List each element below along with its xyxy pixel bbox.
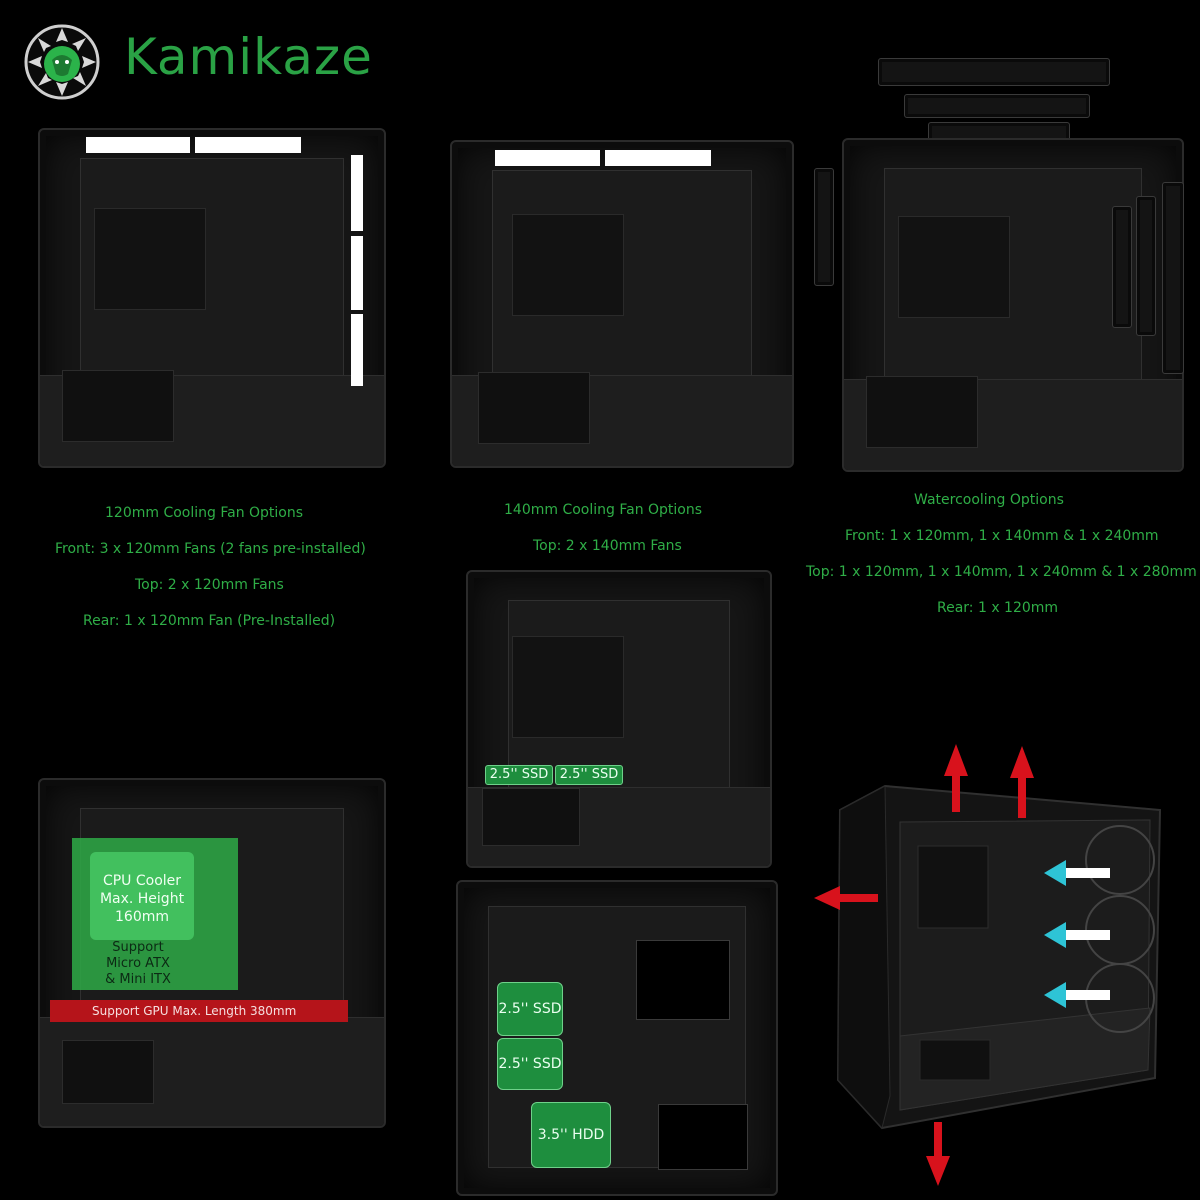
caption-120mm-top: Top: 2 x 120mm Fans <box>135 577 284 593</box>
radiator-front-140mm <box>1162 182 1184 374</box>
radiator-rear-120mm <box>814 168 834 286</box>
psu-bay <box>482 788 580 846</box>
caption-140mm-top: Top: 2 x 140mm Fans <box>533 538 682 554</box>
top-fan-slot-2 <box>605 150 711 166</box>
caption-water-top: Top: 1 x 120mm, 1 x 140mm, 1 x 240mm & 1… <box>806 564 1197 580</box>
back-hdd-tag: 3.5'' HDD <box>531 1102 611 1168</box>
motherboard-tray-cutout <box>898 216 1010 318</box>
caption-120mm-rear: Rear: 1 x 120mm Fan (Pre-Installed) <box>83 613 336 629</box>
front-fan-slot-2 <box>351 236 363 310</box>
lion-head-fan-icon <box>24 24 100 100</box>
caption-water-front: Front: 1 x 120mm, 1 x 140mm & 1 x 240mm <box>845 528 1159 544</box>
intake-arrows <box>1044 860 1110 1008</box>
caption-water-title: Watercooling Options <box>914 492 1064 508</box>
motherboard-tray-cutout <box>512 636 624 738</box>
back-ssd-1-label: 2.5'' SSD <box>498 1001 562 1017</box>
case-image-watercooling <box>842 138 1184 472</box>
caption-water-rear: Rear: 1 x 120mm <box>937 600 1059 616</box>
cpu-cooler-line3: 160mm <box>115 909 169 925</box>
cable-cutout <box>658 1104 748 1170</box>
radiator-front-120mm <box>1112 206 1132 328</box>
cpu-cooler-label: CPU Cooler Max. Height 160mm <box>90 872 194 926</box>
radiator-240mm <box>904 94 1090 118</box>
ssd-tag-left: 2.5'' SSD <box>485 765 553 785</box>
psu-bay <box>62 1040 154 1104</box>
top-fan-slot-2 <box>195 137 301 153</box>
case-image-140mm <box>450 140 794 468</box>
cpu-cooler-line2: Max. Height <box>99 891 185 907</box>
motherboard-tray-cutout <box>94 208 206 310</box>
cpu-cooler-line1: CPU Cooler <box>102 873 182 889</box>
mb-support-line3: & Mini ITX <box>105 972 171 987</box>
case-image-airflow <box>814 744 1162 1186</box>
back-ssd-tag-1: 2.5'' SSD <box>497 982 563 1036</box>
cpu-backplate-cutout <box>636 940 730 1020</box>
psu-bay <box>62 370 174 442</box>
mb-support-line2: Micro ATX <box>106 956 170 971</box>
back-ssd-tag-2: 2.5'' SSD <box>497 1038 563 1090</box>
top-fan-slot-1 <box>495 150 600 166</box>
brand-name: Kamikaze <box>124 28 373 86</box>
caption-140mm-title: 140mm Cooling Fan Options <box>504 502 703 518</box>
case-image-ssd-bottom <box>466 570 772 868</box>
exhaust-arrows <box>814 744 1034 1186</box>
caption-120mm-title: 120mm Cooling Fan Options <box>105 505 304 521</box>
gpu-length-label: Support GPU Max. Length 380mm <box>92 1004 297 1018</box>
mb-support-line1: Support <box>112 940 164 955</box>
top-fan-slot-1 <box>86 137 190 153</box>
ssd-tag-right: 2.5'' SSD <box>555 765 623 785</box>
caption-120mm-front: Front: 3 x 120mm Fans (2 fans pre-instal… <box>55 541 366 557</box>
psu-bay <box>478 372 590 444</box>
motherboard-support-label: Support Micro ATX & Mini ITX <box>72 940 204 988</box>
motherboard-tray-cutout <box>512 214 624 316</box>
back-hdd-label: 3.5'' HDD <box>537 1127 605 1143</box>
radiator-280mm <box>878 58 1110 86</box>
gpu-length-band: Support GPU Max. Length 380mm <box>50 1000 348 1022</box>
case-image-120mm <box>38 128 386 468</box>
front-fan-slot-3 <box>351 314 363 386</box>
cpu-cooler-area <box>90 852 194 940</box>
psu-bay <box>866 376 978 448</box>
front-fan-slot-1 <box>351 155 363 231</box>
back-ssd-2-label: 2.5'' SSD <box>498 1056 562 1072</box>
radiator-front-240mm <box>1136 196 1156 336</box>
